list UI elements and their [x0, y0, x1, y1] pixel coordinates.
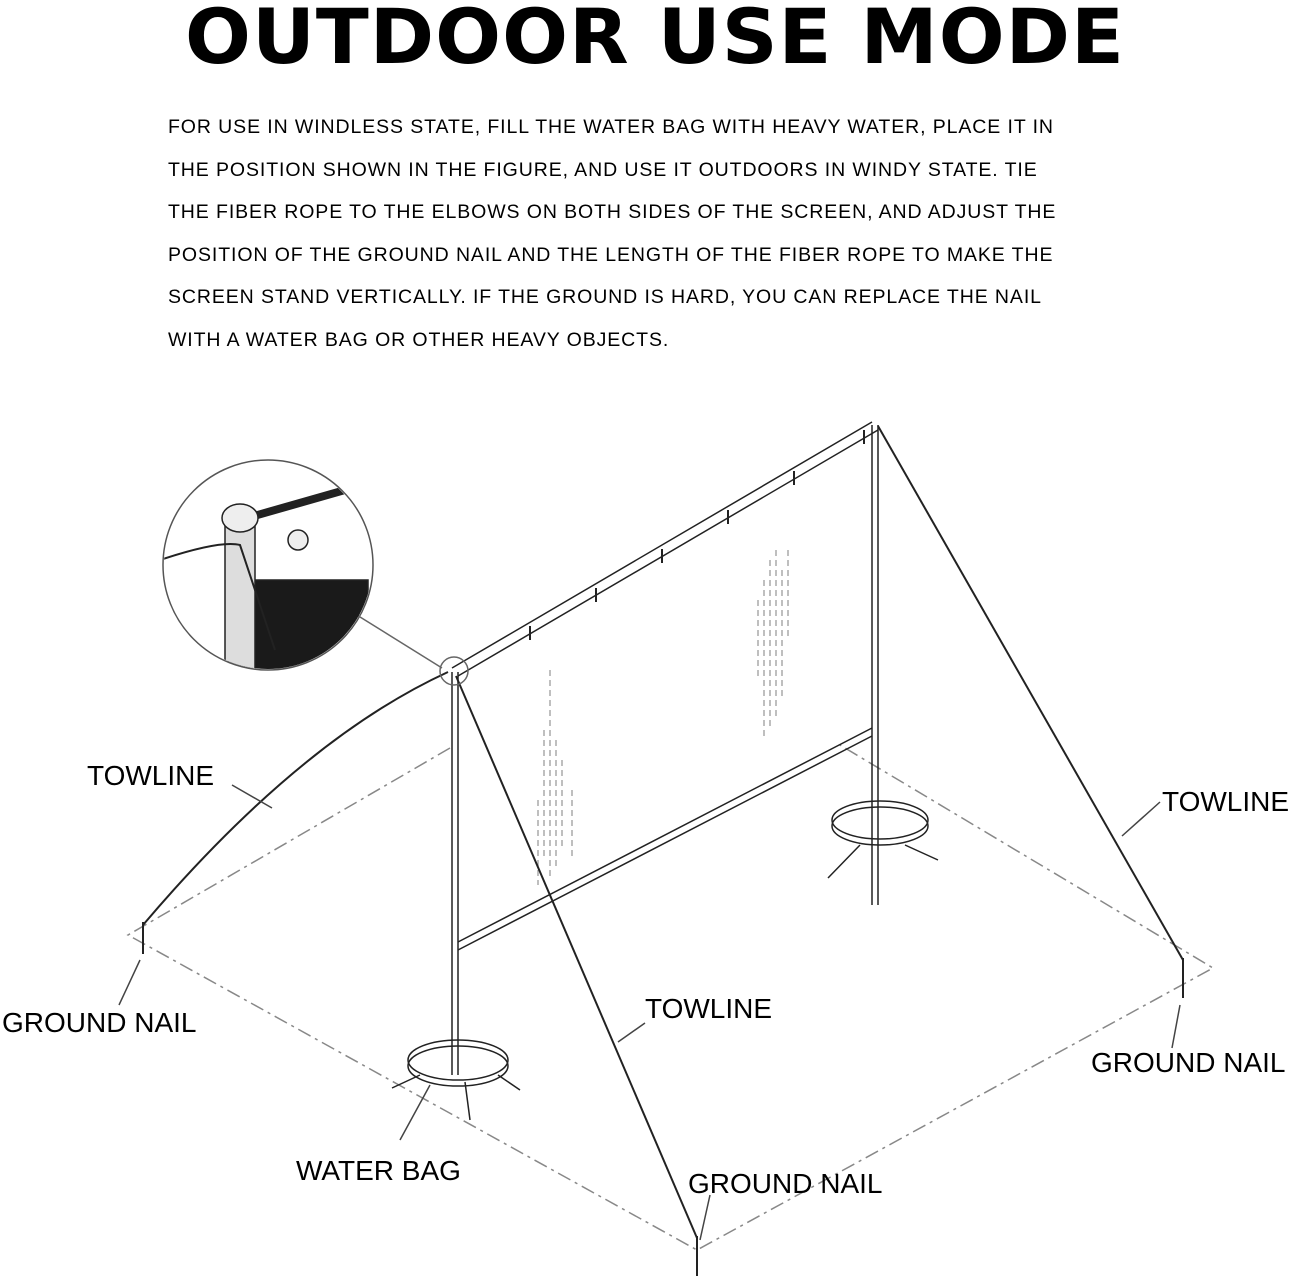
ground-nail-label: GROUND NAIL — [1091, 1047, 1286, 1078]
leader-lines — [118, 784, 1181, 1241]
description: FOR USE IN WINDLESS STATE, FILL THE WATE… — [168, 106, 1056, 362]
right-post — [871, 425, 879, 905]
water-bag-icon — [827, 800, 939, 879]
description-line: SCREEN STAND VERTICALLY. IF THE GROUND I… — [168, 286, 1042, 309]
towline-label: TOWLINE — [1162, 786, 1290, 817]
description-line: THE POSITION SHOWN IN THE FIGURE, AND US… — [168, 158, 1038, 181]
towline-label: TOWLINE — [645, 993, 773, 1024]
water-bag-icon — [391, 1039, 521, 1121]
towline-left-rope — [142, 671, 449, 926]
page-title: OUTDOOR USE MODE — [185, 0, 1125, 81]
detail-inset — [162, 459, 374, 671]
towline-label: TOWLINE — [87, 760, 215, 791]
ground-nail-label: GROUND NAIL — [688, 1168, 883, 1199]
towline-right-rope — [877, 425, 1184, 961]
left-post — [451, 672, 459, 1075]
description-line: FOR USE IN WINDLESS STATE, FILL THE WATE… — [168, 116, 1054, 138]
ground-outline — [126, 744, 1215, 1251]
ground-nail-icon — [142, 922, 1184, 1276]
description-line: THE FIBER ROPE TO THE ELBOWS ON BOTH SID… — [168, 201, 1057, 224]
description-line: POSITION OF THE GROUND NAIL AND THE LENG… — [168, 243, 1054, 266]
screen-texture — [537, 550, 789, 885]
ground-nail-label: GROUND NAIL — [2, 1007, 197, 1038]
top-bar — [451, 421, 879, 677]
water-bag-label: WATER BAG — [296, 1155, 461, 1186]
screen-bottom-bar — [457, 727, 873, 951]
description-line: WITH A WATER BAG OR OTHER HEAVY OBJECTS. — [168, 328, 670, 351]
hooks — [529, 430, 865, 640]
towline-center-rope — [455, 675, 698, 1239]
